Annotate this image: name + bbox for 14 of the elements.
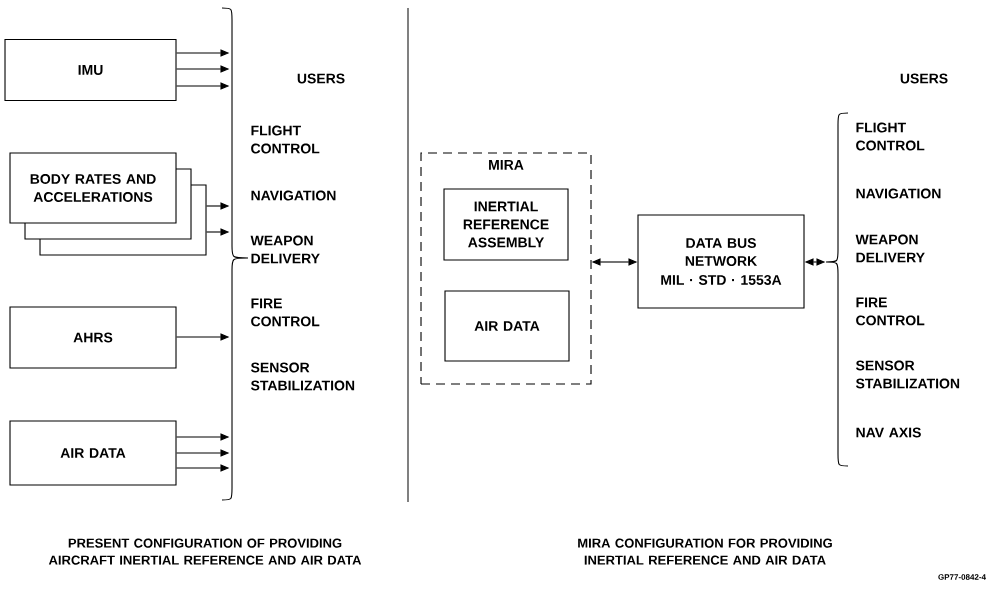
block-box: IMU <box>4 38 177 102</box>
block-box: AHRS <box>9 306 177 369</box>
brace <box>221 7 249 501</box>
column-heading: USERS <box>297 73 345 84</box>
caption: MIRA CONFIGURATION FOR PROVIDING INERTIAL REFERENCE AND AIR DATA <box>578 538 832 565</box>
figure-number: GP77-0842-4 <box>938 574 986 580</box>
stacked-box: BODY RATES AND ACCELERATIONS <box>9 152 207 256</box>
caption: PRESENT CONFIGURATION OF PROVIDING AIRCRAFT INERTIAL REFERENCE AND AIR DATA <box>48 538 362 565</box>
block-box: AIR DATA <box>9 420 177 486</box>
block-box: AIR DATA <box>444 290 570 362</box>
column-heading: USERS <box>900 73 948 84</box>
brace <box>825 112 849 467</box>
block-box: INERTIAL REFERENCE ASSEMBLY <box>443 188 569 261</box>
block-box: DATA BUS NETWORK MIL · STD · 1553A <box>637 214 805 309</box>
